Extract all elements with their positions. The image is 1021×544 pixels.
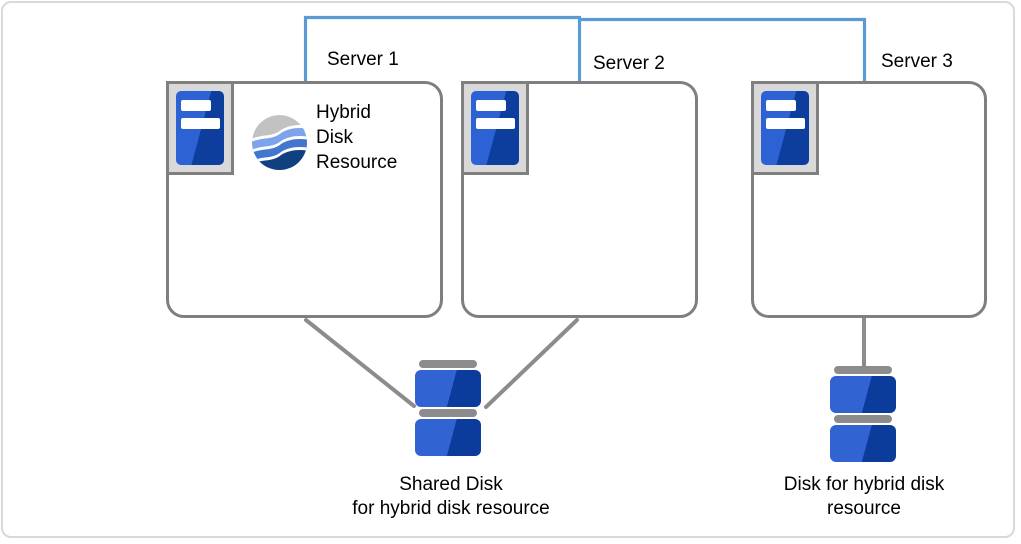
- server-1-label: Server 1: [327, 49, 399, 70]
- shared-disk-caption: Shared Disk for hybrid disk resource: [301, 473, 601, 521]
- server-icon-slot: [476, 100, 506, 111]
- hybrid-disk-resource-label-line: Disk: [316, 127, 353, 148]
- hybrid-disk-caption: Disk for hybrid disk resource: [714, 473, 1014, 521]
- disk-body: [830, 376, 896, 413]
- disk-cap: [419, 360, 477, 368]
- server-icon-slot: [766, 100, 796, 111]
- hybrid-disk-resource-label-line: Resource: [316, 152, 398, 173]
- server-icon-frame: [751, 81, 819, 175]
- shared-disk-caption-line: for hybrid disk resource: [352, 498, 550, 519]
- server-3-box: [751, 81, 987, 318]
- hybrid-disk-icon: [830, 366, 896, 462]
- server-icon-frame: [166, 81, 234, 175]
- server-icon-slot: [181, 118, 220, 129]
- disk-cap: [834, 366, 892, 374]
- server-3-label: Server 3: [881, 51, 953, 72]
- disk-body: [415, 370, 481, 407]
- connector-server1-shared-disk: [304, 318, 416, 408]
- connector-server2-shared-disk: [484, 318, 579, 409]
- server-tower-icon: [471, 91, 519, 165]
- shared-disk-caption-line: Shared Disk: [399, 474, 503, 495]
- interconnect-line-server1-server2: [303, 15, 582, 83]
- server-tower-icon: [176, 91, 224, 165]
- hybrid-disk-caption-line: resource: [827, 498, 901, 519]
- server-tower-icon: [761, 91, 809, 165]
- hybrid-disk-resource-label: Hybrid Disk Resource: [316, 100, 397, 175]
- shared-disk-icon: [415, 360, 481, 456]
- disk-cap: [834, 415, 892, 423]
- server-icon-slot: [476, 118, 515, 129]
- server-icon-slot: [181, 100, 211, 111]
- server-2-box: [461, 81, 698, 318]
- server-icon-frame: [461, 81, 529, 175]
- server-2-label: Server 2: [593, 53, 665, 74]
- disk-cap: [419, 409, 477, 417]
- hybrid-disk-resource-icon: [252, 115, 307, 170]
- server-icon-slot: [766, 118, 805, 129]
- server-1-box: Hybrid Disk Resource: [166, 81, 443, 318]
- interconnect-line-server2-server3: [579, 17, 867, 83]
- hybrid-disk-caption-line: Disk for hybrid disk: [783, 474, 945, 495]
- disk-body: [830, 425, 896, 462]
- hybrid-disk-resource-label-line: Hybrid: [316, 102, 371, 123]
- disk-body: [415, 419, 481, 456]
